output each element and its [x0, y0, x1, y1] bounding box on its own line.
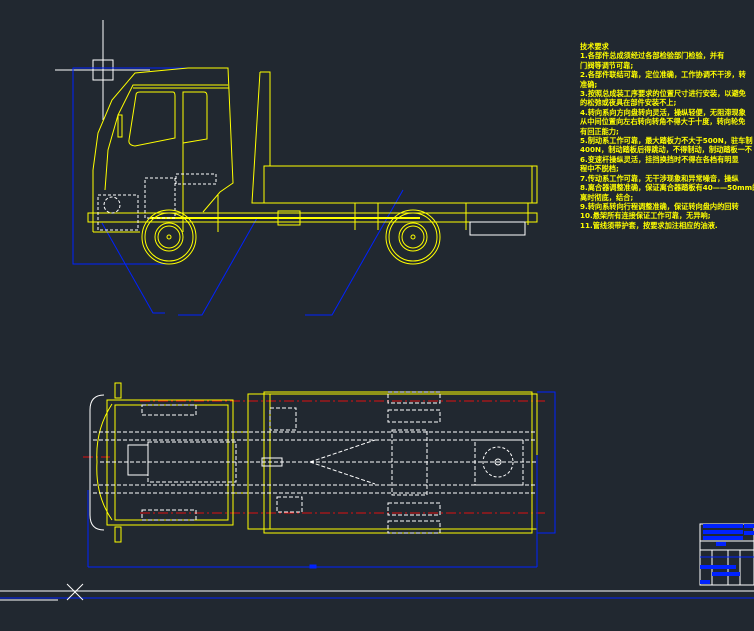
fuel-tank-side — [469, 221, 526, 236]
requirement-line: 4.转向系向方向盘转向灵活，操纵轻便，无阻滞现象 — [580, 107, 746, 117]
requirement-line: 2.各部件联结可靠，定位准确，工作协调不干涉，转 — [580, 70, 746, 80]
requirement-line: 5.制动系工作可靠，最大踏板力不大于500N，驻车制 — [580, 136, 753, 146]
engine-hidden-lines — [97, 173, 217, 231]
requirement-line: 门阀等调节可靠; — [580, 60, 634, 70]
technical-requirements: 技术要求 1.各部件总成须经过各部检验部门检验，并有 门阀等调节可靠; 2.各部… — [580, 42, 754, 230]
requirement-line: 的松弛或夜具在部件安装不上; — [580, 98, 677, 108]
requirement-line: 8.离合器调整准确，保证离合器踏板有40——50mm的 — [580, 183, 754, 193]
requirement-line: 准确; — [580, 79, 598, 89]
rear-wheel-side — [385, 209, 441, 265]
spare-wheel-top — [482, 446, 514, 478]
requirement-line: 10.悬架所有连接保证工作可靠，无异响; — [580, 211, 711, 221]
cargo-bed-side — [263, 165, 538, 204]
frame-rail-side — [87, 203, 538, 230]
engine-top — [127, 444, 283, 476]
requirement-line: 11.管线须带护套，按要求加注相应的油液. — [580, 220, 718, 230]
top-dimension-lines — [87, 391, 556, 569]
requirement-line: 6.变速杆操纵灵活，挂挡换挡时不得在各档有明显 — [580, 154, 739, 164]
ucs-axis — [0, 583, 754, 601]
requirement-line: 400N，制动踏板后得跳动，不得制动，制动踏板一不 — [580, 145, 752, 155]
requirement-line: 7.传动系工作可靠，无干涉现象和异常噪音，操纵 — [580, 173, 739, 183]
side-view — [72, 67, 538, 316]
requirement-line: 1.各部件总成须经过各部检验部门检验，并有 — [580, 51, 725, 61]
front-wheel-side — [141, 209, 197, 265]
crosshair-cursor — [55, 20, 150, 120]
title-block — [699, 523, 754, 586]
requirement-line: 9.转向系转向行程调整准确，保证转向盘内的回转 — [580, 201, 739, 211]
requirement-line: 从中间位置向左右转向转角不得大于十度，转向轮免 — [580, 117, 746, 127]
frame-hidden-lines — [93, 391, 537, 534]
requirement-line: 离时彻底，结合; — [580, 192, 634, 202]
top-view — [83, 382, 556, 569]
requirement-line: 程中不脱档; — [580, 164, 619, 174]
requirement-line: 有回正能力; — [580, 126, 619, 136]
centerlines — [83, 400, 545, 514]
side-dimension-lines — [72, 67, 404, 316]
requirement-line: 3.按照总成装工序要求的位置尺寸进行安装，以避免 — [580, 89, 746, 99]
bumper-top — [89, 394, 105, 531]
technical-requirements-title: 技术要求 — [580, 42, 609, 51]
cab-back-panel — [251, 71, 271, 204]
cab-outline — [92, 67, 234, 233]
